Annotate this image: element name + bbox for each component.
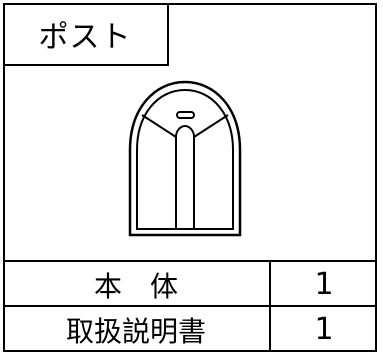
part-quantity: 1	[314, 267, 334, 302]
part-name: 本 体	[3, 262, 271, 307]
diagram-frame	[3, 3, 377, 352]
part-name: 取扱説明書	[3, 307, 271, 352]
parts-row: 取扱説明書 1	[3, 305, 377, 352]
parts-row: 本 体 1	[3, 260, 377, 307]
diagram-title-text: ポスト	[38, 19, 132, 55]
diagram-title: ポスト	[3, 3, 169, 66]
part-quantity: 1	[314, 312, 334, 347]
